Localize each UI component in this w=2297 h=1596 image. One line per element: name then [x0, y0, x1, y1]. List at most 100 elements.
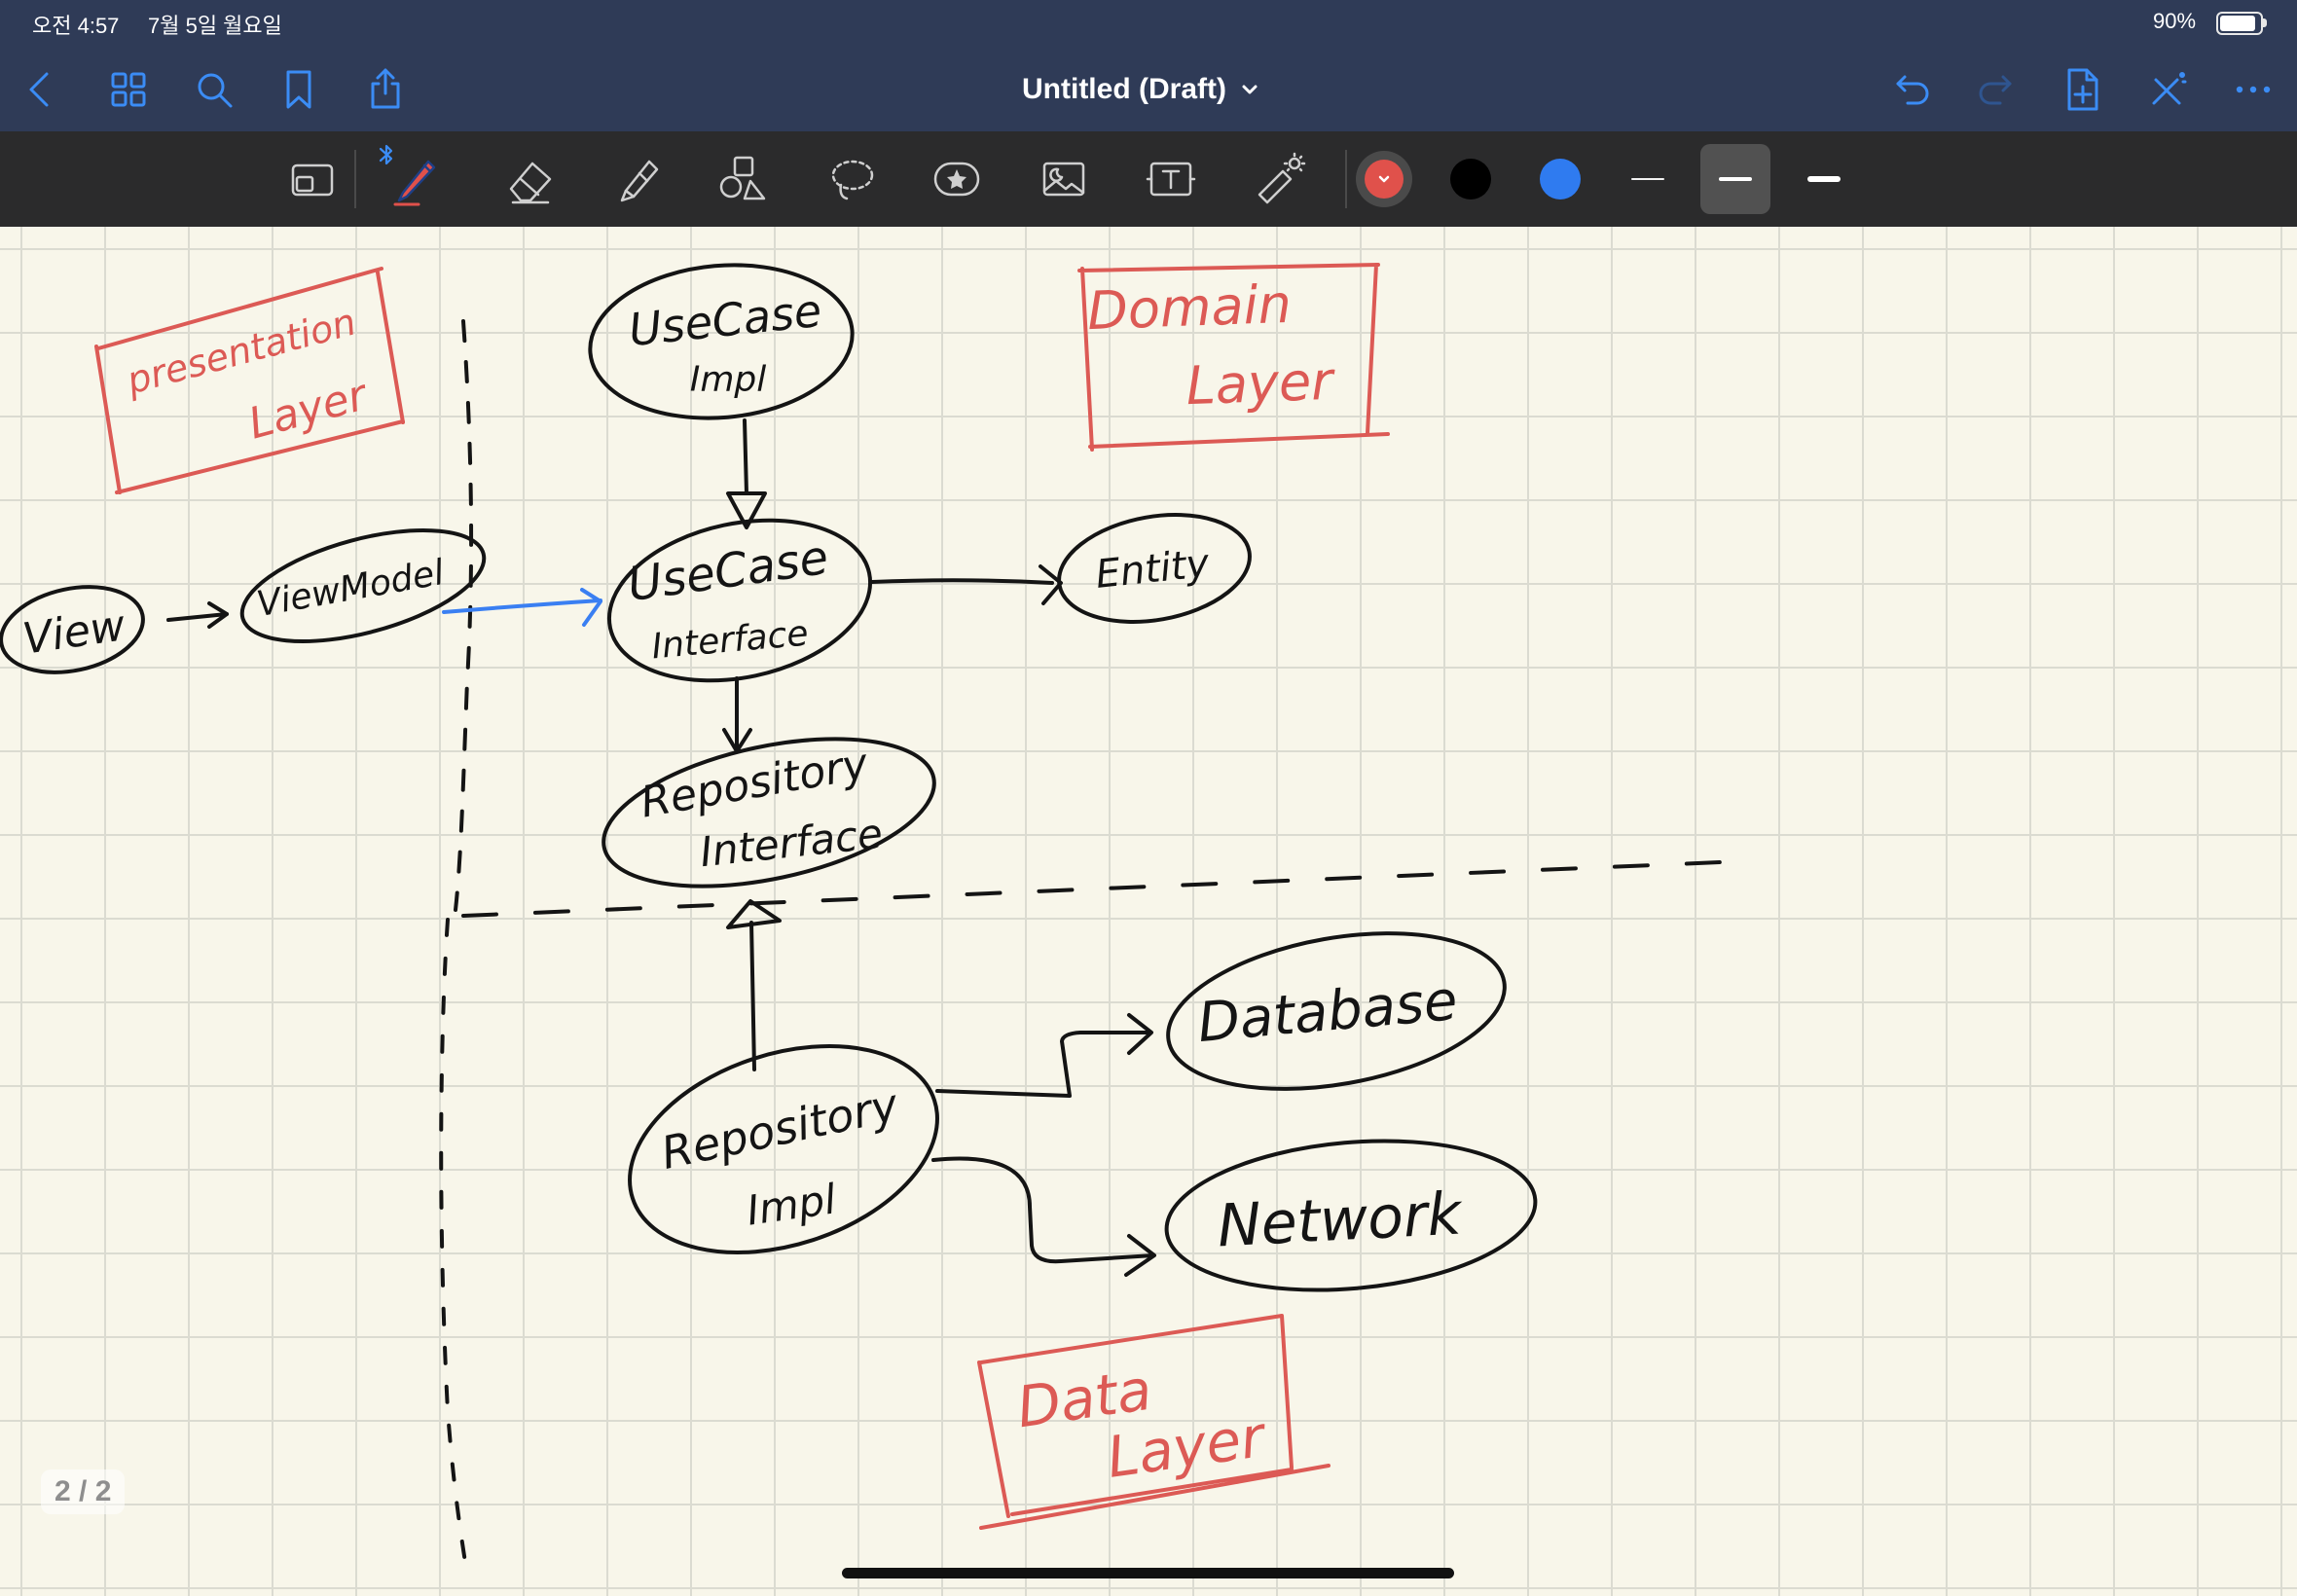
bluetooth-icon — [378, 142, 395, 167]
arrow-use-case-interface-to-entity — [870, 564, 1063, 605]
stroke-width-thick[interactable] — [1789, 144, 1859, 214]
color-swatch-blue[interactable] — [1540, 159, 1581, 200]
use-case-interface-label-line2: Interface — [650, 614, 810, 668]
document-title-button[interactable]: Untitled (Draft) — [1022, 68, 1259, 111]
laser-pointer-icon — [1258, 152, 1306, 204]
node-use-case-interface: UseCase Interface — [606, 518, 873, 683]
page-indicator[interactable]: 2 / 2 — [41, 1469, 126, 1514]
arrow-use-case-impl-to-interface — [726, 418, 767, 529]
share-button[interactable] — [358, 62, 413, 117]
add-page-button[interactable] — [2056, 62, 2110, 117]
dashed-separator-domain-data — [461, 860, 1723, 918]
back-chevron-icon — [29, 72, 49, 107]
arrow-view-model-to-use-case-interface — [442, 588, 602, 627]
text-box-icon — [1146, 162, 1196, 197]
note-canvas[interactable] — [0, 227, 2297, 1596]
bookmark-icon — [286, 70, 311, 109]
image-icon — [1042, 162, 1085, 197]
stroke-width-thin[interactable] — [1613, 144, 1683, 214]
node-view-model: ViewModel — [239, 528, 487, 643]
home-indicator[interactable] — [842, 1568, 1454, 1578]
edit-mode-icon — [2152, 72, 2187, 105]
elements-icon — [933, 162, 980, 197]
shapes-icon — [719, 156, 766, 200]
red-color-dot — [1365, 160, 1404, 199]
share-icon — [371, 68, 400, 109]
thick-line-icon — [1807, 176, 1841, 182]
repository-impl-label-line1: Repository — [657, 1078, 903, 1179]
bookmark-button[interactable] — [272, 62, 326, 117]
view-model-ellipse — [239, 528, 487, 643]
presentation-layer-box: presentation Layer — [94, 267, 405, 494]
image-tool[interactable] — [1033, 148, 1095, 210]
arrow-repository-impl-to-network — [931, 1156, 1156, 1277]
use-case-interface-label-line1: UseCase — [625, 530, 832, 612]
zoom-window-tool[interactable] — [281, 148, 344, 210]
eraser-tool[interactable] — [499, 148, 562, 210]
use-case-interface-ellipse — [606, 518, 873, 683]
chevron-down-icon — [1378, 175, 1390, 183]
lasso-icon — [831, 160, 874, 200]
laser-pointer-tool[interactable] — [1248, 148, 1310, 210]
network-label: Network — [1216, 1179, 1465, 1260]
thin-line-icon — [1631, 178, 1664, 180]
undo-button[interactable] — [1884, 62, 1939, 117]
thumbnails-button[interactable] — [101, 62, 156, 117]
node-database: Database — [1166, 931, 1507, 1091]
node-network: Network — [1164, 1139, 1538, 1292]
back-button[interactable] — [14, 62, 68, 117]
status-date: 7월 5일 월요일 — [148, 14, 282, 38]
edit-mode-button[interactable] — [2140, 62, 2195, 117]
domain-layer-box: Domain Layer — [1077, 263, 1390, 452]
node-use-case-impl: UseCase Impl — [588, 263, 855, 420]
toolbar-divider — [354, 150, 356, 208]
repository-impl-label-line2: Impl — [744, 1175, 839, 1234]
repository-interface-ellipse — [602, 737, 936, 889]
presentation-layer-label-line2: Layer — [243, 370, 375, 450]
repository-interface-label-line2: Interface — [698, 810, 885, 876]
eraser-icon — [509, 162, 552, 204]
node-repository-impl: Repository Impl — [628, 1044, 939, 1254]
entity-label: Entity — [1094, 541, 1213, 598]
network-ellipse — [1164, 1139, 1538, 1292]
redo-icon — [1979, 75, 2012, 105]
status-time: 오전 4:57 — [32, 14, 120, 38]
top-bar — [0, 0, 2297, 131]
handwritten-diagram: presentation Layer Domain Layer Data Lay… — [0, 263, 1723, 1577]
use-case-impl-label-line2: Impl — [690, 360, 767, 400]
text-box-tool[interactable] — [1140, 148, 1202, 210]
more-icon — [2236, 86, 2271, 93]
battery-level-fill — [2220, 16, 2255, 31]
medium-line-icon — [1719, 177, 1752, 181]
domain-layer-label-line1: Domain — [1086, 273, 1293, 342]
shapes-tool[interactable] — [711, 148, 774, 210]
dashed-separator-presentation-top — [454, 319, 474, 912]
color-swatch-red-selected[interactable] — [1356, 151, 1412, 207]
database-ellipse — [1166, 931, 1507, 1091]
color-swatch-black[interactable] — [1450, 159, 1491, 200]
arrow-repository-impl-to-database — [935, 1013, 1153, 1098]
pen-tool[interactable] — [383, 148, 446, 210]
view-ellipse — [0, 585, 145, 674]
document-title: Untitled (Draft) — [1022, 73, 1226, 105]
database-label: Database — [1195, 969, 1460, 1055]
use-case-impl-label-line1: UseCase — [626, 284, 823, 356]
redo-button[interactable] — [1969, 62, 2024, 117]
stroke-width-medium[interactable] — [1700, 144, 1770, 214]
thumbnails-grid-icon — [111, 72, 146, 107]
elements-tool[interactable] — [926, 148, 988, 210]
highlighter-icon — [620, 160, 659, 202]
highlighter-tool[interactable] — [606, 148, 669, 210]
arrow-repository-impl-to-repository-interface — [726, 899, 782, 1071]
pen-icon — [393, 160, 436, 206]
arrow-use-case-interface-to-repository-interface — [722, 676, 752, 753]
node-entity: Entity — [1057, 513, 1252, 624]
view-label: View — [19, 600, 128, 664]
search-button[interactable] — [187, 62, 241, 117]
battery-percent: 90% — [2153, 9, 2197, 33]
view-model-label: ViewModel — [254, 553, 447, 625]
lasso-tool[interactable] — [820, 148, 882, 210]
toolbar-divider — [1345, 150, 1347, 208]
battery-tip — [2263, 18, 2267, 27]
more-button[interactable] — [2226, 62, 2280, 117]
